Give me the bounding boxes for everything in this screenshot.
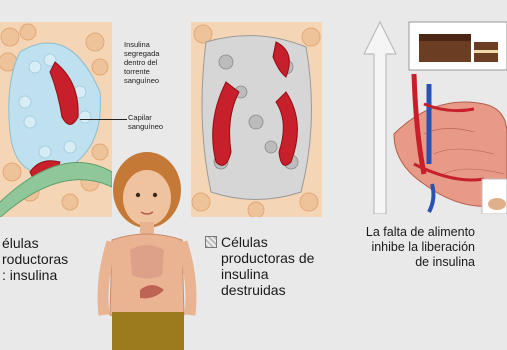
label-secreted-insulin: Insulina segregada dentro del torrente s… xyxy=(124,40,160,85)
label-blood-capillary: Capilar sanguíneo xyxy=(128,113,164,131)
destroyed-cells-legend-swatch xyxy=(205,236,217,248)
destroyed-cells-illustration xyxy=(191,22,322,217)
up-arrow-icon xyxy=(363,20,397,214)
child-figure xyxy=(92,140,202,350)
caption-destroyed-cells: Células productoras de insulina destruid… xyxy=(221,234,315,298)
cake-icon xyxy=(408,21,507,71)
capillary-pointer-line xyxy=(80,119,127,120)
panel-destroyed-cells xyxy=(191,22,322,217)
panel-pancreas xyxy=(354,14,507,214)
pancreas-illustration xyxy=(354,14,507,214)
child-body-illustration xyxy=(97,152,197,350)
caption-food-inhibits-insulin: La falta de alimento inhibe la liberació… xyxy=(365,225,475,269)
caption-producing-cells: élulas roductoras : insulina xyxy=(2,235,69,283)
